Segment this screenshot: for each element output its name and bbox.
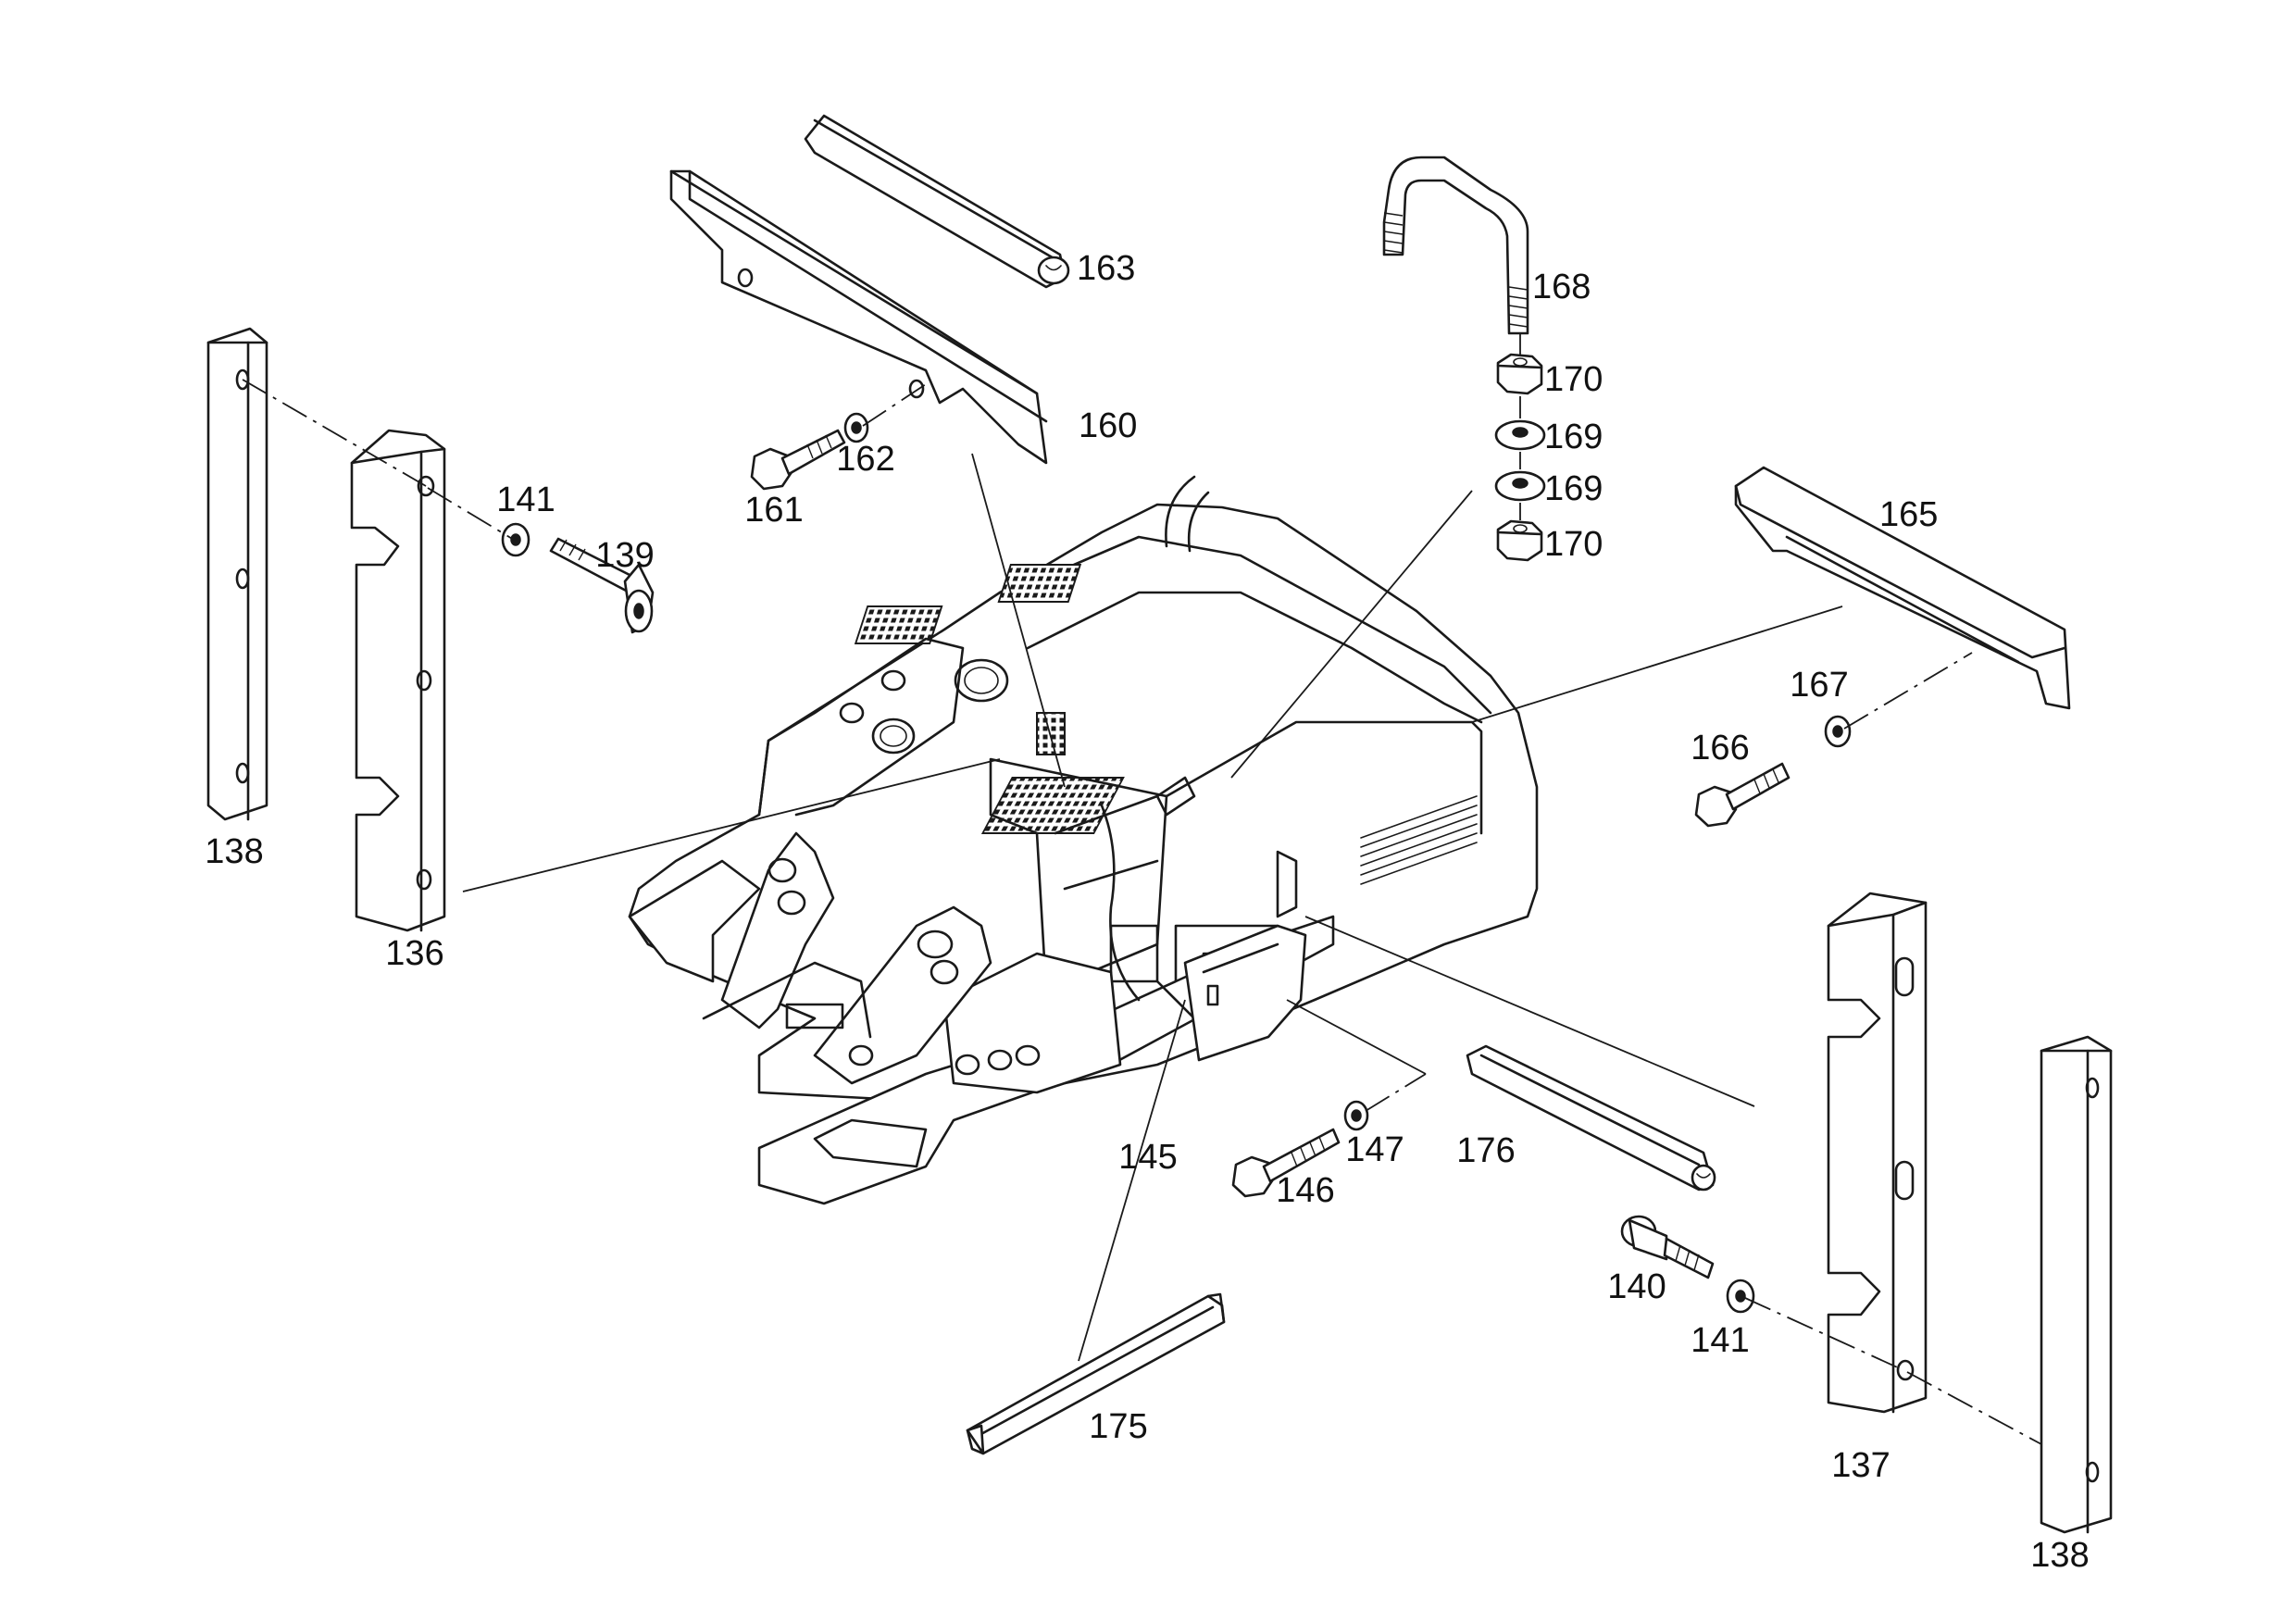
label-160: 160 [1079, 406, 1137, 445]
label-136: 136 [385, 934, 443, 973]
label-138-right: 138 [2030, 1536, 2089, 1575]
part-168 [1382, 156, 1529, 335]
part-166 [1694, 762, 1791, 828]
label-165: 165 [1879, 495, 1938, 534]
label-168: 168 [1532, 268, 1591, 306]
part-169-lower [1494, 470, 1546, 502]
part-147 [1343, 1100, 1369, 1131]
label-170-lower: 170 [1544, 525, 1603, 564]
label-162: 162 [836, 440, 894, 479]
vent-grille [854, 605, 943, 644]
part-161 [750, 429, 846, 491]
label-176: 176 [1456, 1131, 1515, 1170]
part-176 [1466, 1044, 1716, 1192]
vent-grille [980, 777, 1125, 834]
label-167: 167 [1790, 666, 1848, 705]
machine-body [628, 475, 1539, 1205]
label-137: 137 [1831, 1446, 1890, 1485]
part-170-upper [1496, 353, 1543, 395]
label-147: 147 [1345, 1130, 1404, 1169]
label-139: 139 [595, 536, 654, 575]
part-141-left [501, 522, 530, 557]
label-170-upper: 170 [1544, 360, 1603, 399]
label-169-upper: 169 [1544, 418, 1603, 456]
part-138-right [2040, 1035, 2113, 1534]
part-160 [669, 169, 1048, 465]
part-175 [966, 1292, 1226, 1455]
assembly-lines [242, 333, 2042, 1445]
part-167 [1824, 715, 1852, 748]
part-165 [1734, 466, 2071, 710]
label-161: 161 [744, 491, 803, 530]
leader-lines [462, 453, 1843, 1362]
part-labels: 138 136 141 139 161 162 160 163 168 170 … [205, 249, 2089, 1575]
part-163 [804, 114, 1070, 289]
arm-linkage [702, 831, 992, 1085]
label-169-lower: 169 [1544, 469, 1603, 508]
label-141-right: 141 [1691, 1321, 1749, 1360]
part-169-upper [1494, 419, 1546, 451]
label-163: 163 [1077, 249, 1135, 288]
part-138-left [206, 327, 268, 821]
part-170-lower [1496, 519, 1543, 562]
vent-grille [1036, 712, 1066, 755]
label-175: 175 [1089, 1407, 1147, 1446]
part-146 [1231, 1128, 1341, 1198]
label-166: 166 [1691, 729, 1749, 767]
part-140 [1620, 1215, 1715, 1279]
part-139 [549, 537, 655, 634]
label-140: 140 [1607, 1267, 1666, 1306]
part-162 [843, 412, 869, 443]
part-141-right [1726, 1279, 1755, 1314]
label-141-left: 141 [496, 480, 555, 519]
part-145 [1183, 924, 1307, 1062]
label-138-left: 138 [205, 832, 263, 871]
label-146: 146 [1276, 1171, 1334, 1210]
part-136 [350, 429, 446, 932]
vent-grille [997, 564, 1082, 603]
label-145: 145 [1118, 1138, 1177, 1177]
part-137 [1827, 892, 1928, 1414]
